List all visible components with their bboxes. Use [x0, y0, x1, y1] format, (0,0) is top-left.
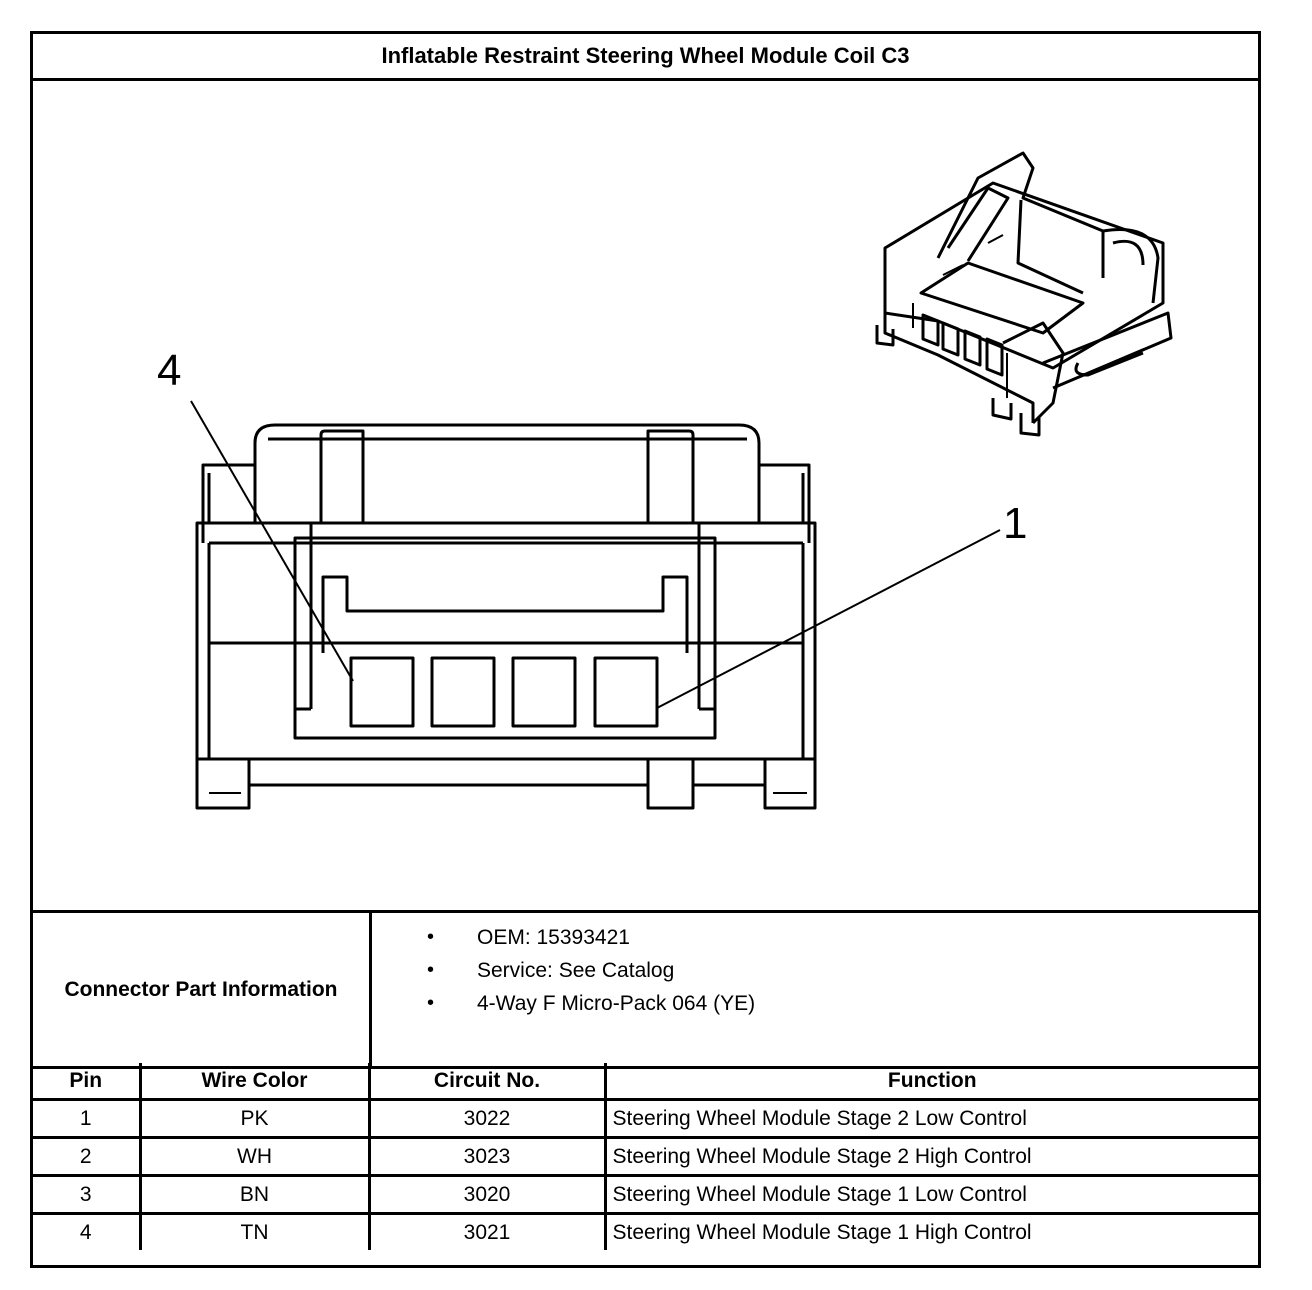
- bullet-icon: •: [427, 959, 435, 981]
- cell-pin: 2: [33, 1136, 142, 1177]
- bullet-icon: •: [427, 926, 435, 948]
- cell-function: Steering Wheel Module Stage 1 Low Contro…: [603, 1174, 1258, 1215]
- cell-wire-color: WH: [138, 1136, 371, 1177]
- info-service: Service: See Catalog: [477, 959, 675, 982]
- list-item: • OEM: 15393421: [372, 921, 755, 954]
- callout-label-4: 4: [157, 346, 181, 395]
- cell-function: Steering Wheel Module Stage 1 High Contr…: [603, 1212, 1258, 1250]
- cell-circuit: 3021: [367, 1212, 607, 1250]
- connector-part-info-list: • OEM: 15393421 • Service: See Catalog • 4-…: [372, 921, 755, 1020]
- cell-circuit: 3023: [367, 1136, 607, 1177]
- connector-drawing: 4 1: [157, 151, 1173, 810]
- header-function: Function: [603, 1063, 1258, 1101]
- list-item: • Service: See Catalog: [372, 954, 755, 987]
- connector-isometric-view: [875, 151, 1173, 437]
- cell-pin: 4: [33, 1212, 142, 1250]
- cell-wire-color: TN: [138, 1212, 371, 1250]
- cavity-2: [511, 656, 577, 728]
- callout-pin-4: 4: [157, 346, 354, 682]
- cavity-1: [593, 656, 659, 728]
- info-oem: OEM: 15393421: [477, 926, 630, 949]
- cavity-4: [349, 656, 415, 728]
- callout-pin-1: 1: [656, 499, 1027, 709]
- cell-pin: 1: [33, 1098, 142, 1139]
- cell-circuit: 3020: [367, 1174, 607, 1215]
- connector-part-info: Connector Part Information • OEM: 1539342…: [33, 910, 1258, 1069]
- connector-part-info-label: Connector Part Information: [33, 913, 372, 1066]
- table-row: 3 BN 3020 Steering Wheel Module Stage 1 …: [33, 1174, 1258, 1215]
- connector-sheet: Inflatable Restraint Steering Wheel Modu…: [30, 31, 1261, 1268]
- table-row: 1 PK 3022 Steering Wheel Module Stage 2 …: [33, 1098, 1258, 1139]
- bullet-icon: •: [427, 992, 435, 1014]
- header-wire-color: Wire Color: [138, 1063, 371, 1101]
- cell-circuit: 3022: [367, 1098, 607, 1139]
- cell-wire-color: PK: [138, 1098, 371, 1139]
- header-circuit-no: Circuit No.: [367, 1063, 607, 1101]
- table-row: 4 TN 3021 Steering Wheel Module Stage 1 …: [33, 1212, 1258, 1250]
- cell-function: Steering Wheel Module Stage 2 High Contr…: [603, 1136, 1258, 1177]
- cell-wire-color: BN: [138, 1174, 371, 1215]
- header-pin: Pin: [33, 1063, 142, 1101]
- cavity-3: [430, 656, 496, 728]
- info-description: 4-Way F Micro-Pack 064 (YE): [477, 992, 756, 1015]
- cell-function: Steering Wheel Module Stage 2 Low Contro…: [603, 1098, 1258, 1139]
- pin-table: Pin Wire Color Circuit No. Function 1 PK…: [33, 1063, 1258, 1250]
- cell-pin: 3: [33, 1174, 142, 1215]
- connector-front-view: [195, 423, 817, 810]
- table-row: 2 WH 3023 Steering Wheel Module Stage 2 …: [33, 1136, 1258, 1177]
- callout-label-1: 1: [1003, 499, 1027, 548]
- list-item: • 4-Way F Micro-Pack 064 (YE): [372, 987, 755, 1020]
- page-title: Inflatable Restraint Steering Wheel Modu…: [33, 34, 1258, 81]
- pin-table-header: Pin Wire Color Circuit No. Function: [33, 1063, 1258, 1101]
